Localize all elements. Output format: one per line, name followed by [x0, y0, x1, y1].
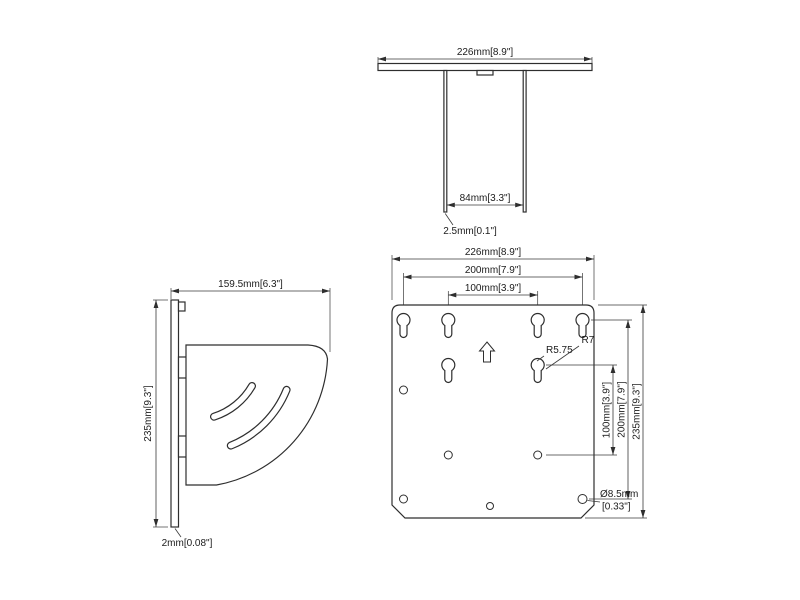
- side-view-hinge-upper: [177, 356, 188, 379]
- side-view-arc-slot-inner-fill: [211, 383, 255, 420]
- dim-label-leg-spacing: 84mm[3.3"]: [460, 193, 511, 204]
- top-view-wall-plate-bar: [377, 62, 593, 72]
- leader-line-plate-thickness: [174, 528, 182, 538]
- mounting-hole: [399, 494, 408, 504]
- mounting-hole: [486, 502, 494, 510]
- mounting-hole: [443, 450, 453, 460]
- mounting-hole-8-5mm: [577, 494, 588, 504]
- mounting-hole: [533, 450, 543, 460]
- dim-label-hole-spacing-v-outer: 200mm[7.9"]: [617, 381, 628, 438]
- up-arrow-icon: [478, 341, 496, 363]
- side-view-hinge-lower: [177, 435, 188, 458]
- dim-label-side-height: 235mm[9.3"]: [143, 385, 154, 442]
- side-view-arc-slot-outer-fill: [228, 387, 290, 449]
- leader-line-radius-slot: [536, 355, 545, 362]
- dim-label-hole-spacing-h-outer: 200mm[7.9"]: [465, 265, 522, 276]
- top-view-leg-right: [522, 69, 527, 213]
- side-view-wall-plate: [170, 299, 180, 528]
- top-view: 226mm[8.9"] 84mm[3.3"] 2.5mm[0.1"]: [377, 47, 593, 237]
- dim-label-depth: 159.5mm[6.3"]: [218, 279, 283, 290]
- dim-label-top-width: 226mm[8.9"]: [457, 47, 514, 58]
- dim-label-radius-keyhole: R7: [582, 335, 595, 346]
- side-view: 159.5mm[6.3"] 235mm[9.3"] 2mm[0.08"]: [143, 279, 331, 549]
- dim-label-radius-slot: R5.75: [546, 345, 573, 356]
- dim-label-front-width: 226mm[8.9"]: [465, 247, 522, 258]
- dim-label-front-height: 235mm[9.3"]: [632, 383, 643, 440]
- leader-line-thickness: [444, 213, 454, 226]
- top-view-leg-left: [443, 69, 448, 213]
- top-view-center-tab: [476, 69, 494, 76]
- dim-label-side-thickness: 2mm[0.08"]: [162, 538, 213, 549]
- mounting-hole: [399, 385, 408, 395]
- front-view-vesa-plate: [391, 304, 595, 519]
- dim-label-top-thickness: 2.5mm[0.1"]: [443, 226, 497, 237]
- side-view-top-hook: [177, 301, 186, 312]
- dim-label-hole-diameter-line1: Ø8.5mm: [600, 489, 638, 500]
- dim-label-hole-diameter-line2: [0.33"]: [602, 502, 631, 513]
- side-view-tilt-bracket: [185, 344, 329, 486]
- leader-line-hole-diameter: [587, 500, 601, 503]
- dim-label-hole-spacing-v-inner: 100mm[3.9"]: [602, 382, 613, 439]
- front-view: 226mm[8.9"] 200mm[7.9"] 100mm[3.9"] R5.7…: [391, 247, 647, 519]
- dim-label-hole-spacing-h-inner: 100mm[3.9"]: [465, 283, 522, 294]
